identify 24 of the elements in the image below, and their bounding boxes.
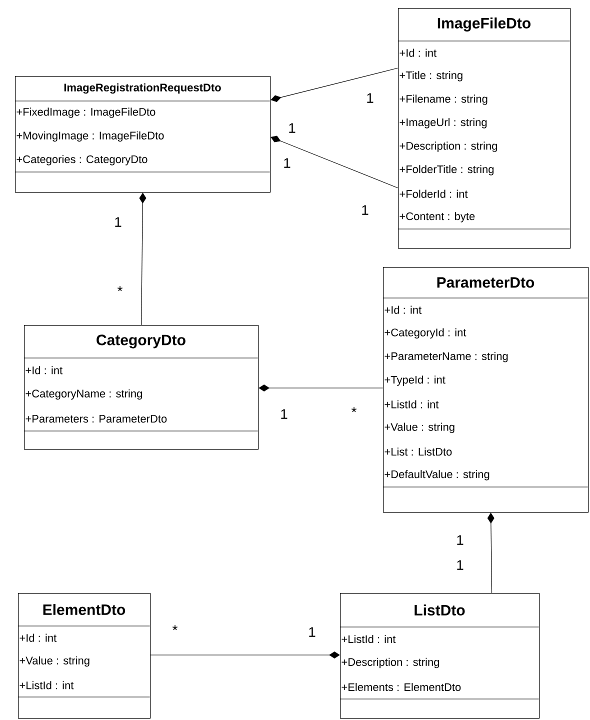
multiplicity-label: * (172, 625, 178, 630)
class-box: CategoryDto +Id : int +CategoryName : string +Parameters : ParameterDto (24, 325, 259, 450)
class-box: ImageRegistrationRequestDto +FixedImage : ImageFileDto +MovingImage : ImageFileDto +Categories : CategoryDto (14, 76, 271, 193)
multiplicity-label: 1 (367, 93, 374, 103)
multiplicity-label: 1 (457, 535, 464, 545)
multiplicity-label: 1 (284, 158, 290, 168)
class-box: ElementDto +Id : int +Value : string +ListId : int (18, 593, 151, 719)
multiplicity-label: * (118, 286, 123, 292)
multiplicity-label: * (352, 407, 357, 412)
multiplicity-label: 1 (115, 217, 122, 227)
multiplicity-label: 1 (457, 560, 464, 570)
composition-line (487, 512, 494, 594)
composition-line (270, 68, 398, 102)
class-box: ListDto +ListId : int +Description : string +Elements : ElementDto (340, 593, 540, 719)
composition-line (258, 384, 384, 392)
multiplicity-label: 1 (362, 205, 368, 215)
composition-line (270, 136, 398, 188)
composition-line (139, 192, 146, 326)
composition-line (150, 652, 340, 658)
multiplicity-label: 1 (289, 123, 296, 133)
class-box: ImageFileDto +Id : int +Title : string +Filename : string +ImageUrl : string +Description : string +FolderTitle : string +FolderId : int +Content : byte (398, 8, 571, 249)
multiplicity-label: 1 (309, 627, 316, 637)
multiplicity-label: 1 (281, 409, 288, 419)
class-box: ParameterDto +Id : int +CategoryId : int +ParameterName : string +TypeId : int +ListId : int +Value : string +List : ListDto +DefaultValue : string (382, 267, 589, 513)
